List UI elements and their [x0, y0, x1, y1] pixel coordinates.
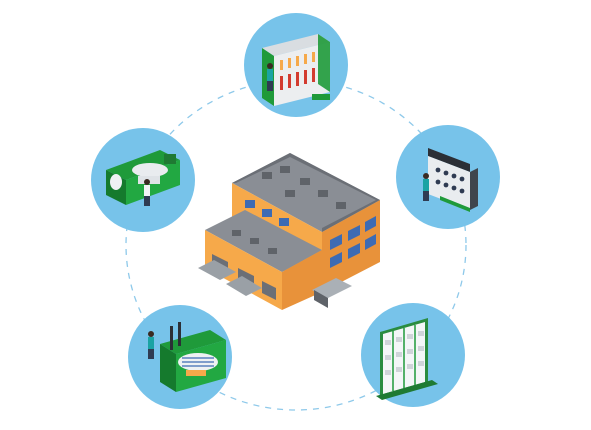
creel-rack-icon [376, 318, 438, 400]
winding-machine-station [396, 125, 500, 229]
dashed-connector-ring [125, 79, 467, 411]
yarn-creel-rack [361, 303, 465, 407]
warping-machine [128, 305, 232, 409]
carding-machine-icon [106, 150, 180, 206]
carding-machine [91, 128, 195, 232]
winding-machine-icon [423, 148, 478, 212]
warping-machine-icon [148, 322, 226, 392]
spinning-frame-icon [262, 34, 330, 106]
spinning-frame-machine [244, 13, 348, 117]
textile-factory-building [198, 153, 380, 310]
